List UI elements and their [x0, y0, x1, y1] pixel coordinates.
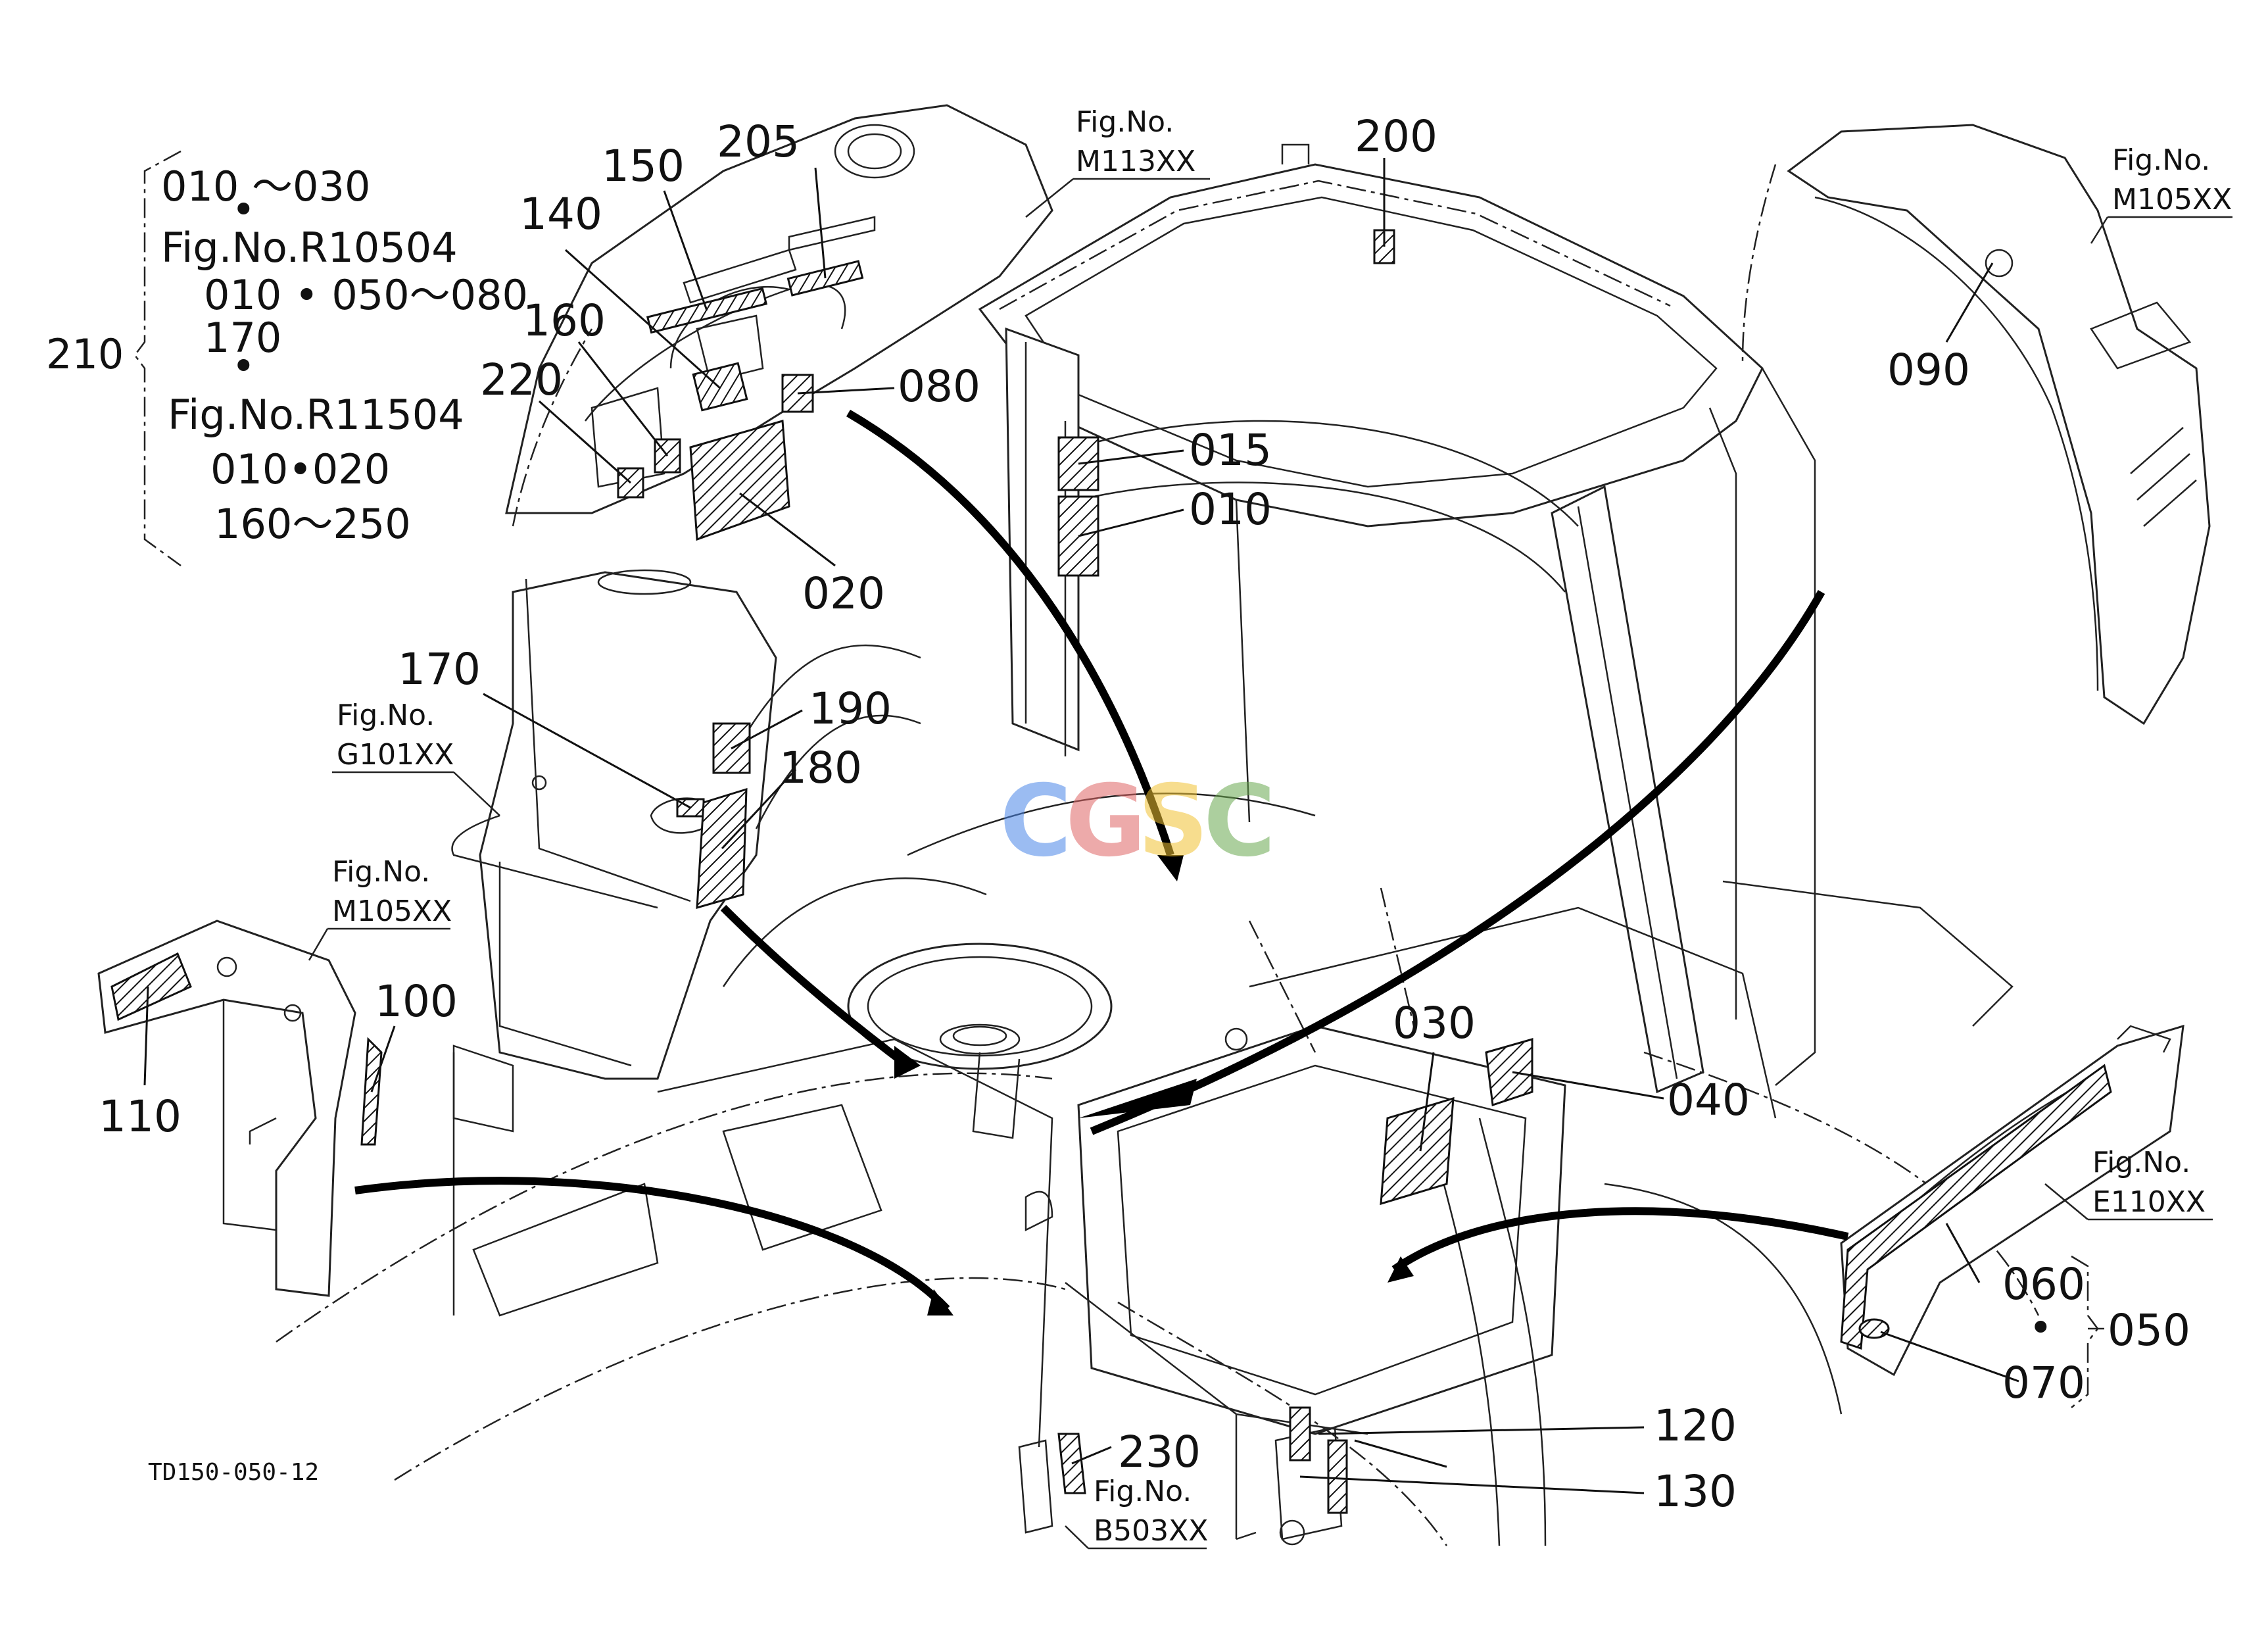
figref-m113-code: M113XX	[1076, 145, 1195, 178]
callout-015: 015	[1189, 425, 1272, 476]
figref-m105-top-title: Fig.No.	[2112, 143, 2210, 177]
callout-030: 030	[1393, 998, 1476, 1048]
figref-e110-title: Fig.No.	[2092, 1146, 2190, 1179]
svg-text:S: S	[1138, 764, 1209, 879]
bracket-210-label: 210	[46, 330, 124, 378]
figref-b503-code: B503XX	[1094, 1514, 1208, 1548]
figref-m113-title: Fig.No.	[1076, 105, 1174, 139]
watermark: C G S C	[1000, 764, 1276, 879]
bracket-210-line-8: 010•020	[210, 445, 390, 493]
decal-110	[110, 952, 192, 1021]
figref-b503-title: Fig.No.	[1094, 1475, 1192, 1508]
callout-220: 220	[480, 355, 563, 405]
decal-180	[696, 787, 748, 910]
decal-220	[617, 467, 644, 499]
bracket-050-dot: •	[2029, 1304, 2053, 1352]
figref-g101-title: Fig.No.	[337, 699, 435, 732]
callout-150: 150	[602, 141, 685, 191]
callouts: 205 150 140 160 220 080 020 015 010 200 …	[99, 111, 2085, 1517]
figref-m105-left-title: Fig.No.	[332, 855, 430, 889]
bracket-210-line-9: 160～250	[214, 500, 411, 548]
figure-references: Fig.No. M113XX Fig.No. M105XX Fig.No. G1…	[308, 105, 2232, 1550]
callout-010: 010	[1189, 484, 1272, 535]
flow-arrows	[354, 409, 1849, 1315]
callout-205: 205	[717, 116, 800, 167]
callout-200: 200	[1355, 111, 1437, 162]
decal-060	[1840, 1064, 2112, 1350]
leader-lines	[143, 158, 2019, 1494]
callout-180: 180	[779, 743, 862, 793]
figref-m105-left-code: M105XX	[332, 895, 452, 928]
callout-100: 100	[375, 976, 458, 1027]
callout-120: 120	[1654, 1400, 1737, 1451]
bracket-210-line-1: 010 ～030	[161, 162, 370, 210]
callout-230: 230	[1118, 1427, 1201, 1477]
right-fender	[1741, 124, 2211, 725]
callout-140: 140	[519, 189, 602, 239]
callout-040: 040	[1667, 1075, 1750, 1125]
callout-110: 110	[99, 1091, 181, 1142]
bracket-050-label: 050	[2108, 1305, 2190, 1356]
steering-wheel	[847, 943, 1113, 1139]
decal-070	[1858, 1318, 1890, 1339]
figref-e110-code: E110XX	[2092, 1185, 2206, 1219]
figref-g101-code: G101XX	[337, 738, 454, 772]
callout-060: 060	[2002, 1259, 2085, 1310]
callout-080: 080	[898, 361, 980, 412]
cab-roof-frame	[978, 143, 1816, 1094]
left-mudguard	[97, 920, 514, 1315]
callout-190: 190	[809, 683, 892, 734]
bracket-210-line-5: 170	[204, 314, 281, 362]
steering-console	[451, 569, 777, 1080]
callout-160: 160	[523, 295, 606, 346]
callout-130: 130	[1654, 1466, 1737, 1517]
callout-020: 020	[802, 568, 885, 619]
bracket-210-line-2: •	[231, 185, 256, 234]
callout-090: 090	[1887, 345, 1970, 395]
svg-text:C: C	[1203, 764, 1276, 879]
callout-170: 170	[398, 644, 481, 695]
assembly-bracket-050: • 050	[2029, 1255, 2190, 1408]
decal-020	[689, 420, 790, 541]
callout-070: 070	[2002, 1358, 2085, 1408]
decal-120	[1289, 1406, 1311, 1462]
drawing-code: TD150-050-12	[148, 1459, 319, 1486]
assembly-bracket-210: 210 010 ～030 • Fig.No.R10504 010 • 050～0…	[46, 150, 528, 567]
decal-040	[1485, 1038, 1533, 1107]
svg-text:C: C	[1000, 764, 1072, 879]
bracket-210-line-7: Fig.No.R11504	[168, 391, 464, 439]
decals	[110, 229, 2112, 1534]
decal-130	[1327, 1439, 1348, 1514]
bracket-210-line-3: Fig.No.R10504	[161, 224, 458, 272]
bracket-210-line-6: •	[231, 342, 256, 390]
figref-m105-top-code: M105XX	[2112, 183, 2232, 216]
decal-030	[1380, 1096, 1455, 1206]
bracket-210-line-4: 010 • 050～080	[204, 271, 528, 319]
svg-text:G: G	[1065, 764, 1146, 879]
